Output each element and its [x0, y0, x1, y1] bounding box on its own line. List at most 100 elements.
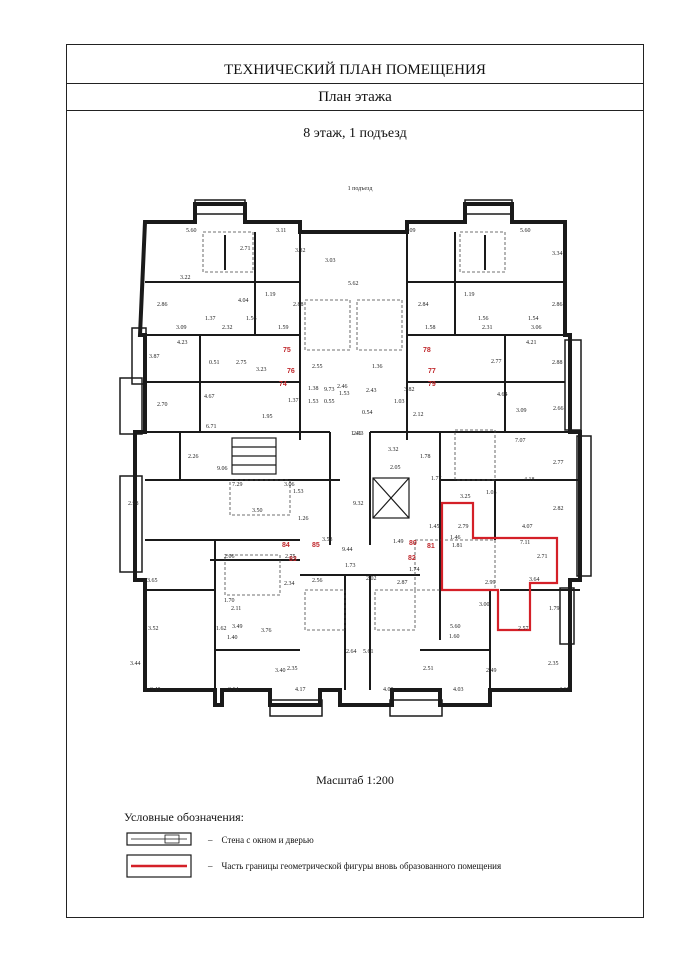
dimension-label: 4.67	[204, 394, 215, 400]
dimension-label: 3.06	[284, 482, 295, 488]
dimension-label: 3.23	[256, 367, 267, 373]
dashed-partitions	[202, 231, 506, 631]
dimension-label: 3.52	[148, 626, 159, 632]
dimension-label: 4.21	[526, 340, 537, 346]
dimension-label: 7.07	[515, 438, 526, 444]
dimension-label: 2.13	[353, 431, 364, 437]
dimension-label: 2.66	[553, 406, 564, 412]
dimension-label: 3.65	[147, 578, 158, 584]
dimension-label: 1.19	[265, 292, 276, 298]
dimension-label: 3.49	[232, 624, 243, 630]
dimension-label: 5.60	[186, 228, 197, 234]
room-numbers: 75 76 74 78 77 79 84 85 83 80 81 82	[279, 347, 436, 563]
dimension-label: 3.25	[460, 494, 471, 500]
dimension-label: 3.87	[149, 354, 160, 360]
dimension-label: 2.43	[366, 388, 377, 394]
dimension-label: 3.53	[322, 537, 333, 543]
dimension-label: 4.03	[453, 687, 464, 693]
dimension-label: 6.71	[206, 424, 217, 430]
dimension-label: 1.46	[351, 431, 362, 437]
dimension-label: 1.38	[308, 386, 319, 392]
dimension-label: 2.98	[128, 501, 139, 507]
room-number: 80	[409, 540, 417, 547]
dimension-label: 2.99	[485, 580, 496, 586]
dimension-label: 1.73	[345, 563, 356, 569]
dimension-label: 1.74	[409, 567, 420, 573]
dimension-label: 2.79	[458, 524, 469, 530]
dimension-label: 4.23	[177, 340, 188, 346]
legend-dash: –	[208, 835, 213, 845]
dimension-label: 1.62	[216, 626, 227, 632]
dimension-label: 3.82	[404, 387, 415, 393]
room-number: 85	[312, 542, 320, 549]
dimension-label: 2.86	[157, 302, 168, 308]
dimension-label: 2.87	[397, 580, 408, 586]
dimension-label: 4.64	[497, 392, 508, 398]
dimension-label: 1.95	[262, 414, 273, 420]
room-number: 81	[427, 543, 435, 550]
dimension-label: 2.57	[518, 626, 529, 632]
outer-walls	[133, 202, 582, 707]
dimension-label: 2.75	[285, 554, 296, 560]
room-number: 84	[282, 542, 290, 549]
dimension-label: 1.58	[425, 325, 436, 331]
dimension-label: 2.35	[287, 666, 298, 672]
dimension-label: 5.61	[363, 649, 374, 655]
room-number: 76	[287, 368, 295, 375]
legend-item-boundary: – Часть границы геометрической фигуры вн…	[208, 861, 501, 871]
dimension-label: 3.00	[479, 602, 490, 608]
dimension-label: 2.82	[553, 506, 564, 512]
dimension-label: 2.31	[482, 325, 493, 331]
dimension-label: 1.49	[393, 539, 404, 545]
legend-wall-symbol	[126, 832, 192, 846]
room-number: 74	[279, 381, 287, 388]
dimension-label: 9.73	[324, 387, 335, 393]
dimension-label: 4.07	[522, 524, 533, 530]
document-frame	[66, 44, 644, 918]
dimension-label: 3.76	[261, 628, 272, 634]
dimension-label: 2.77	[491, 359, 502, 365]
dimension-label: 5.62	[348, 281, 359, 287]
dimension-label: 2.71	[240, 246, 251, 252]
legend-item-label: Стена с окном и дверью	[221, 835, 314, 845]
dimension-label: 1.40	[227, 635, 238, 641]
dimension-label: 1.37	[288, 398, 299, 404]
dimension-label: 3.32	[388, 447, 399, 453]
dimension-label: 1.19	[464, 292, 475, 298]
dimension-label: 2.26	[188, 454, 199, 460]
room-number: 77	[428, 368, 436, 375]
dimension-label: 1.60	[449, 634, 460, 640]
dimension-label: 2.56	[312, 578, 323, 584]
dimension-label: 0.54	[362, 410, 373, 416]
dimension-label: 2.64	[346, 649, 357, 655]
room-number: 83	[289, 556, 297, 563]
dimension-label: 9.32	[353, 501, 364, 507]
dimension-label: 2.12	[413, 412, 424, 418]
dimension-label: 4.17	[295, 687, 306, 693]
dimension-label: 1.59	[278, 325, 289, 331]
dimension-label: 3.11	[276, 228, 286, 234]
dimension-label: 4.17	[559, 687, 570, 693]
dimension-label: 5.60	[520, 228, 531, 234]
dimension-label: 2.34	[284, 581, 295, 587]
legend-item-wall: – Стена с окном и дверью	[208, 835, 314, 845]
new-room-boundary	[440, 501, 559, 632]
dimension-label: 3.09	[405, 228, 416, 234]
dimension-label: 2.77	[553, 460, 564, 466]
dimension-label: 1.53	[308, 399, 319, 405]
dimension-label: 2.11	[231, 606, 241, 612]
floor-title: 8 этаж, 1 подъезд	[303, 126, 407, 141]
dimension-label: 3.03	[325, 258, 336, 264]
dimension-label: 3.40	[150, 687, 161, 693]
dimension-label: 2.51	[423, 666, 434, 672]
room-number: 75	[283, 347, 291, 354]
document-title: ТЕХНИЧЕСКИЙ ПЛАН ПОМЕЩЕНИЯ	[66, 57, 644, 84]
dimension-label: 2.70	[157, 402, 168, 408]
dimension-label: 0.51	[209, 360, 220, 366]
dimension-label: 2.71	[537, 554, 548, 560]
dimension-label: 1.81	[452, 543, 463, 549]
dimension-label: 7.29	[232, 482, 243, 488]
dimension-label: 3.50	[252, 508, 263, 514]
dimension-label: 1.77	[431, 476, 442, 482]
legend-title: Условные обозначения:	[124, 810, 245, 824]
